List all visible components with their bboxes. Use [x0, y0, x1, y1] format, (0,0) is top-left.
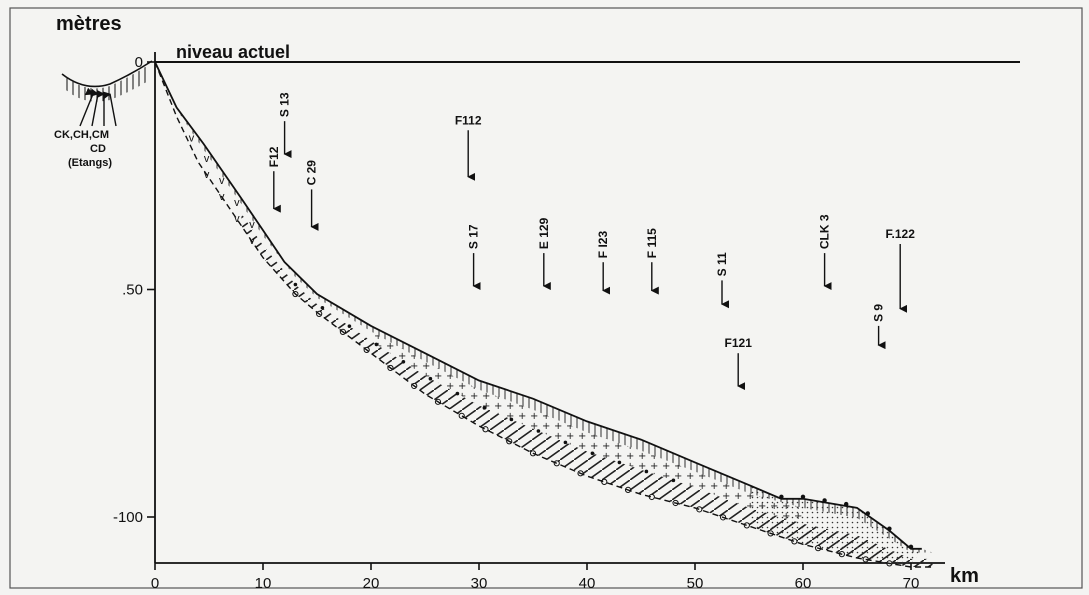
- sample-label: C 29: [305, 160, 319, 186]
- x-tick-label: 50: [687, 575, 704, 592]
- y-ticks: 0 .50 -100: [113, 54, 155, 526]
- sample-label: F I23: [596, 231, 610, 259]
- sample-label: E 129: [537, 217, 551, 249]
- sample-marker: S 9: [872, 304, 886, 350]
- etangs-label-3: (Etangs): [68, 157, 112, 169]
- sample-marker: S 11: [715, 252, 729, 309]
- x-tick-label: 0: [151, 575, 159, 592]
- sample-label: F121: [725, 336, 753, 350]
- etangs-label-1: CK,CH,CM: [54, 129, 109, 141]
- sample-marker: F.122: [886, 227, 916, 313]
- sample-label: F112: [455, 113, 482, 127]
- dot-mark: [617, 460, 622, 465]
- dot-mark: [536, 429, 541, 433]
- sample-label: F.122: [886, 227, 916, 241]
- dot-mark: [347, 324, 352, 328]
- dotted-sand-wedge: [749, 485, 922, 567]
- sample-marker: S 13: [278, 92, 292, 159]
- x-tick-label: 30: [471, 575, 488, 592]
- y-axis-title: mètres: [56, 13, 122, 35]
- sample-label: S 17: [467, 224, 481, 249]
- x-tick-label: 10: [255, 575, 272, 592]
- dot-mark: [374, 342, 379, 347]
- sample-marker: F12: [267, 146, 281, 213]
- v-symbol: v: [204, 153, 210, 165]
- dot-mark: [509, 417, 514, 422]
- sample-markers: S 13 F12 C 29 F112 S 17 E 129 F I23 F 115 S 11 F1…: [267, 92, 916, 391]
- dot-mark: [644, 469, 649, 474]
- sample-marker: E 129: [537, 217, 551, 291]
- pebble-circle: [696, 506, 703, 513]
- pebble-circle: [601, 478, 608, 485]
- figure-border: [9, 7, 1083, 589]
- v-symbol: v: [249, 219, 255, 231]
- x-tick-label: 20: [363, 575, 380, 592]
- sample-label: S 11: [715, 252, 729, 276]
- dot-mark: [401, 359, 406, 364]
- dot-mark: [563, 440, 568, 445]
- etangs-arrows: [79, 87, 117, 127]
- dot-mark: [482, 406, 487, 410]
- v-symbol: v: [219, 175, 225, 187]
- dot-mark: [800, 494, 806, 499]
- y-tick-label: -100: [113, 509, 143, 526]
- sample-label: CLK 3: [818, 214, 832, 249]
- sample-label: S 13: [278, 92, 292, 117]
- pebble-circle: [743, 522, 750, 529]
- v-symbol: v: [189, 132, 195, 144]
- sample-marker: F 115: [645, 228, 659, 295]
- dot-row: [293, 282, 914, 550]
- dot-mark: [293, 282, 298, 287]
- x-tick-label: 60: [795, 575, 812, 592]
- base-profile-line: [154, 61, 933, 568]
- sample-marker: CLK 3: [818, 214, 832, 291]
- sample-marker: F121: [725, 336, 753, 391]
- v-symbol: v: [234, 213, 240, 225]
- v-symbol: v: [234, 197, 240, 209]
- dot-mark: [590, 451, 595, 456]
- y-tick-label: .50: [122, 282, 143, 299]
- sample-label: F12: [267, 146, 281, 167]
- sample-marker: F I23: [596, 231, 611, 295]
- seafloor-profile-line: [154, 61, 922, 550]
- sample-marker: S 17: [467, 224, 481, 291]
- etangs-basin: [61, 60, 153, 88]
- x-ticks: 0 10 20 30 40 50 60 70: [151, 563, 920, 592]
- sample-marker: C 29: [305, 160, 319, 231]
- dot-mark: [455, 391, 460, 396]
- x-tick-label: 40: [579, 575, 596, 592]
- sea-level-label: niveau actuel: [176, 42, 290, 62]
- dot-mark: [671, 478, 676, 483]
- sample-label: F 115: [645, 228, 659, 258]
- mud-hatched-layer: [176, 107, 933, 553]
- pebble-circle: [553, 460, 560, 467]
- sample-label: S 9: [872, 304, 886, 322]
- pebble-circle: [482, 426, 489, 433]
- dot-mark: [428, 376, 433, 381]
- sand-cross-layer: [371, 331, 803, 524]
- dot-mark: [320, 305, 325, 310]
- sample-marker: F112: [455, 113, 482, 181]
- pebble-circle: [791, 538, 798, 545]
- y-tick-label: 0: [135, 54, 143, 71]
- x-tick-label: 70: [903, 575, 920, 592]
- x-axis-title: km: [950, 565, 979, 587]
- etangs-label-2: CD: [90, 143, 106, 155]
